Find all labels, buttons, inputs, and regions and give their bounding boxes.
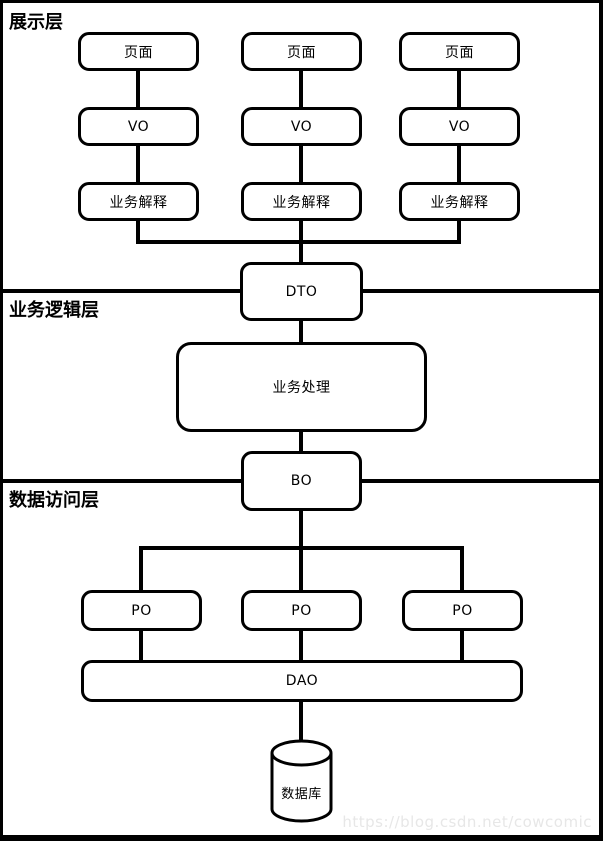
node-page-2: 页面 <box>241 32 362 71</box>
node-database: 数据库 <box>270 739 333 824</box>
frame-bottom <box>0 835 603 841</box>
node-po-3: PO <box>402 590 523 631</box>
connector-page2-vo2 <box>299 69 303 108</box>
connector-page3-vo3 <box>457 69 461 108</box>
connector-junction-po1 <box>139 546 143 591</box>
node-interpret-2: 业务解释 <box>241 182 362 221</box>
node-page-3: 页面 <box>399 32 520 71</box>
connector-vo1-interpret1 <box>136 144 140 184</box>
node-bo: BO <box>241 451 362 511</box>
frame-right <box>599 0 603 841</box>
database-label: 数据库 <box>281 787 322 802</box>
junction-bar-interprets <box>136 240 461 244</box>
connector-junction-po3 <box>460 546 464 591</box>
node-interpret-3: 业务解释 <box>399 182 520 221</box>
frame-left <box>0 0 3 841</box>
node-interpret-1: 业务解释 <box>78 182 199 221</box>
connector-interpret3-junction <box>457 219 461 244</box>
node-vo-3: VO <box>399 107 520 146</box>
layer-label-presentation: 展示层 <box>9 12 63 33</box>
junction-bar-po <box>139 546 464 550</box>
connector-interpret1-junction <box>136 219 140 244</box>
watermark: https://blog.csdn.net/cowcomic <box>342 813 592 831</box>
node-vo-2: VO <box>241 107 362 146</box>
connector-bo-po2 <box>299 510 303 591</box>
node-po-1: PO <box>81 590 202 631</box>
node-business-process: 业务处理 <box>176 342 427 432</box>
connector-vo2-interpret2 <box>299 144 303 184</box>
connector-po2-dao <box>299 630 303 660</box>
node-page-1: 页面 <box>78 32 199 71</box>
frame-top <box>0 0 603 3</box>
layer-label-business-logic: 业务逻辑层 <box>9 300 99 321</box>
node-dto: DTO <box>240 262 363 321</box>
connector-dto-businessprocess <box>299 319 303 343</box>
connector-vo3-interpret3 <box>457 144 461 184</box>
connector-po1-dao <box>139 630 143 660</box>
connector-po3-dao <box>460 630 464 660</box>
connector-dao-database <box>299 701 303 749</box>
database-cylinder-icon <box>270 739 333 823</box>
connector-businessprocess-bo <box>299 431 303 452</box>
node-vo-1: VO <box>78 107 199 146</box>
node-po-2: PO <box>241 590 362 631</box>
layer-label-data-access: 数据访问层 <box>9 490 99 511</box>
connector-page1-vo1 <box>136 69 140 108</box>
node-dao: DAO <box>81 660 523 702</box>
